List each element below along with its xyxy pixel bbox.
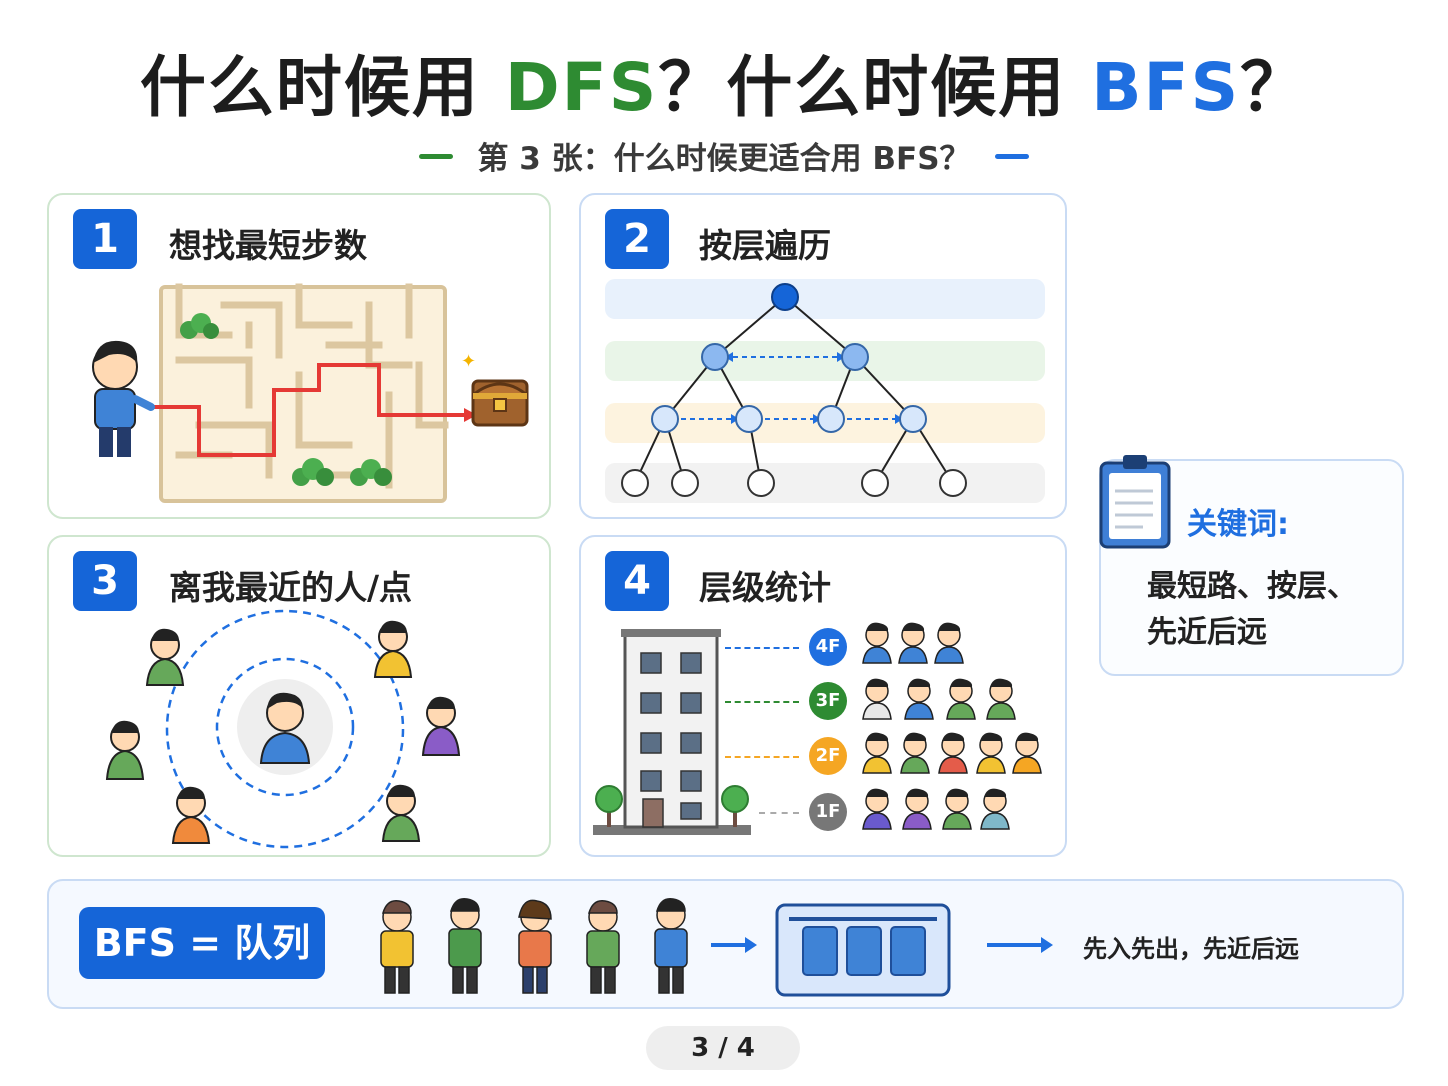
level-3-node	[735, 405, 763, 433]
panel-title-3: 离我最近的人/点	[169, 568, 413, 607]
panel-shortest-steps: 1 想找最短步数	[47, 193, 551, 519]
floor-badge-3f: 3F	[809, 682, 847, 720]
keywords-heading: 关键词:	[1187, 507, 1289, 542]
level-3-node	[899, 405, 927, 433]
panel-number-1: 1	[73, 209, 137, 269]
title-text-3: ？	[1240, 49, 1309, 126]
panel-number-4: 4	[605, 551, 669, 611]
root-node	[771, 283, 799, 311]
panel-title-2: 按层遍历	[699, 226, 831, 265]
bfs-queue-badge: BFS = 队列	[79, 907, 325, 979]
title-bfs: BFS	[1091, 49, 1241, 126]
floor-badge-4f: 4F	[809, 628, 847, 666]
level-4-node	[671, 469, 699, 497]
level-4-node	[861, 469, 889, 497]
panel-title-4: 层级统计	[699, 568, 831, 607]
title-text-1: 什么时候用	[139, 49, 505, 126]
level-4-node	[621, 469, 649, 497]
page-indicator[interactable]: 3 / 4	[646, 1026, 800, 1070]
queue-illustration	[380, 898, 1053, 997]
building-illustration	[593, 629, 751, 835]
floor-leader-2f	[725, 756, 799, 758]
arrow-right-icon	[987, 937, 1053, 953]
page-title: 什么时候用 DFS？什么时候用 BFS？	[0, 34, 1448, 130]
outer-ring	[165, 609, 405, 849]
title-dfs: DFS	[504, 49, 659, 126]
title-text-2: ？什么时候用	[658, 49, 1092, 126]
center-person-icon	[259, 692, 311, 764]
floor-leader-4f	[725, 647, 799, 649]
bush-icon	[180, 313, 392, 486]
level-4-node	[747, 469, 775, 497]
level-band-2	[605, 341, 1045, 381]
panel-nearest: 3 离我最近的人/点	[47, 535, 551, 857]
keywords-line-2: 先近后远	[1147, 615, 1267, 650]
level-2-node	[701, 343, 729, 371]
panel-level-stats: 4 层级统计 4F 3F 2F 1F	[579, 535, 1067, 857]
boy-icon	[92, 340, 155, 457]
level-2-node	[841, 343, 869, 371]
panel-number-3: 3	[73, 551, 137, 611]
arrow-right-icon	[711, 937, 757, 953]
green-dash	[419, 154, 454, 159]
inner-ring	[215, 657, 355, 797]
subtitle: 第 3 张：什么时候更适合用 BFS？	[0, 133, 1448, 178]
nearest-rings-illustration	[105, 609, 461, 849]
bfs-tree-diagram	[621, 283, 967, 497]
tree-icon	[595, 785, 749, 827]
floor-leader-1f	[759, 812, 799, 814]
clipboard-icon	[1099, 455, 1171, 549]
sparkle-icon: ✦	[461, 351, 476, 372]
treasure-chest-icon	[471, 379, 529, 427]
queue-container	[775, 903, 951, 997]
floor-badge-1f: 1F	[809, 793, 847, 831]
person-icon	[105, 620, 461, 844]
level-3-node	[651, 405, 679, 433]
queue-caption: 先入先出，先近后远	[1083, 935, 1299, 963]
level-band-1	[605, 279, 1045, 319]
queue-strip: BFS = 队列 先入先出，先近后远	[47, 879, 1404, 1009]
panel-title-1: 想找最短步数	[169, 226, 367, 265]
floor-leader-3f	[725, 701, 799, 703]
level-3-node	[817, 405, 845, 433]
floor-badge-2f: 2F	[809, 737, 847, 775]
level-4-node	[939, 469, 967, 497]
floor-people-icons	[862, 622, 1042, 830]
queue-person-icon	[380, 898, 688, 994]
subtitle-text: 第 3 张：什么时候更适合用 BFS？	[477, 141, 971, 177]
panel-level-traversal: 2 按层遍历	[579, 193, 1067, 519]
blue-dash	[994, 154, 1029, 159]
keywords-panel: 关键词: 最短路、按层、 先近后远	[1099, 455, 1404, 676]
panel-number-2: 2	[605, 209, 669, 269]
keywords-line-1: 最短路、按层、	[1147, 569, 1357, 604]
maze-illustration: ✦	[92, 283, 529, 503]
